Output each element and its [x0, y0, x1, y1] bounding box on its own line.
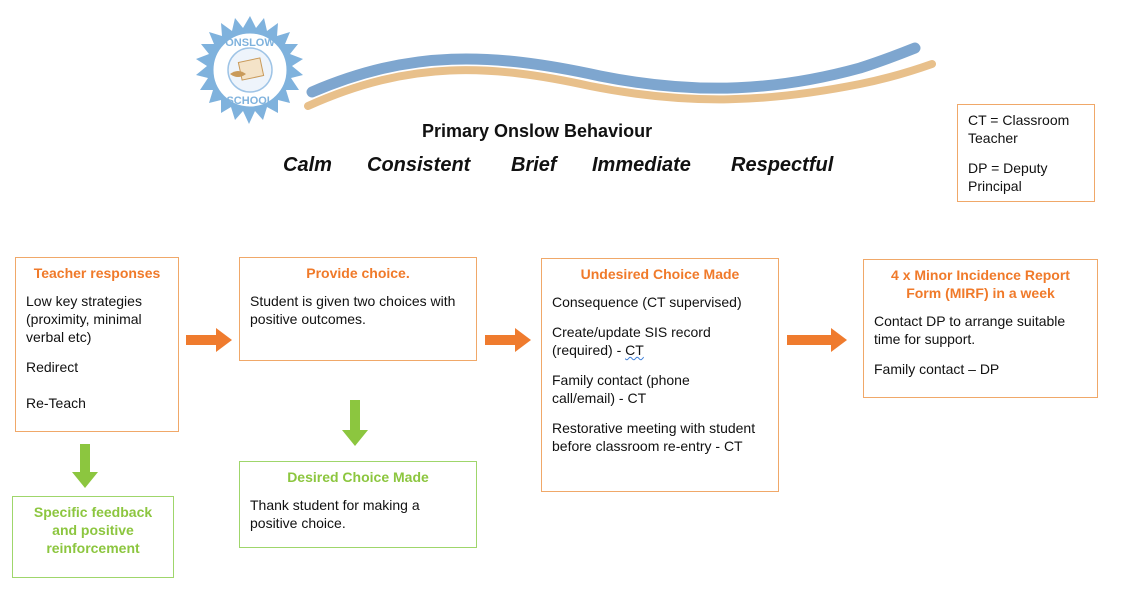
value-item: Consistent: [367, 154, 471, 176]
box-text: Re-Teach: [26, 395, 86, 411]
blue-wave: [306, 42, 921, 98]
logo-top-text: ONSLOW: [225, 37, 275, 49]
box-text: Student is given two choices with positi…: [250, 293, 456, 327]
legend-item: DP = Deputy Principal: [968, 160, 1048, 194]
box-text: Restorative meeting with student before …: [552, 420, 756, 454]
box-title: Undesired Choice Made: [580, 266, 740, 282]
box-title: Specific feedback and positive reinforce…: [33, 504, 153, 556]
legend-item: CT = Classroom Teacher: [968, 112, 1070, 146]
box-text: Contact DP to arrange suitable time for …: [874, 313, 1066, 347]
box-text: Low key strategies (proximity, minimal v…: [26, 293, 142, 345]
decorative-waves: [304, 42, 936, 110]
logo-bottom-text: SCHOOL: [226, 95, 273, 107]
undesired-choice-box: Undesired Choice Made Consequence (CT su…: [541, 258, 779, 492]
value-item: Immediate: [592, 154, 691, 176]
value-item: Respectful: [731, 154, 834, 176]
right-arrow-icon: [485, 328, 531, 352]
down-arrow-icon: [342, 400, 368, 446]
box-text-part: Create/update SIS record (required) -: [552, 324, 711, 358]
tan-wave: [304, 60, 936, 110]
box-text: Thank student for making a positive choi…: [250, 497, 420, 531]
box-title: Provide choice.: [306, 265, 410, 281]
onslow-school-logo: ONSLOW SCHOOL: [196, 16, 303, 124]
box-text: Create/update SIS record (required) - CT: [552, 323, 762, 359]
specific-feedback-box: Specific feedback and positive reinforce…: [12, 496, 174, 578]
teacher-responses-box: Teacher responses Low key strategies (pr…: [15, 257, 179, 432]
value-item: Calm: [283, 154, 332, 176]
provide-choice-box: Provide choice. Student is given two cho…: [239, 257, 477, 361]
box-text: Redirect: [26, 359, 79, 375]
box-text: Consequence (CT supervised): [552, 294, 742, 310]
down-arrow-icon: [72, 444, 98, 488]
box-text-part: CT: [625, 342, 644, 358]
box-title: Teacher responses: [33, 265, 161, 281]
box-title: 4 x Minor Incidence Report Form (MIRF) i…: [891, 267, 1070, 301]
right-arrow-icon: [787, 328, 847, 352]
box-text: Family contact – DP: [874, 361, 1000, 377]
box-title: Desired Choice Made: [287, 469, 429, 485]
right-arrow-icon: [186, 328, 232, 352]
value-item: Brief: [511, 154, 557, 176]
mirf-box: 4 x Minor Incidence Report Form (MIRF) i…: [863, 259, 1098, 398]
page-title: Primary Onslow Behaviour: [422, 121, 653, 141]
desired-choice-box: Desired Choice Made Thank student for ma…: [239, 461, 477, 548]
abbreviation-legend: CT = Classroom Teacher DP = Deputy Princ…: [957, 104, 1095, 202]
box-text: Family contact (phone call/email) - CT: [552, 372, 690, 406]
